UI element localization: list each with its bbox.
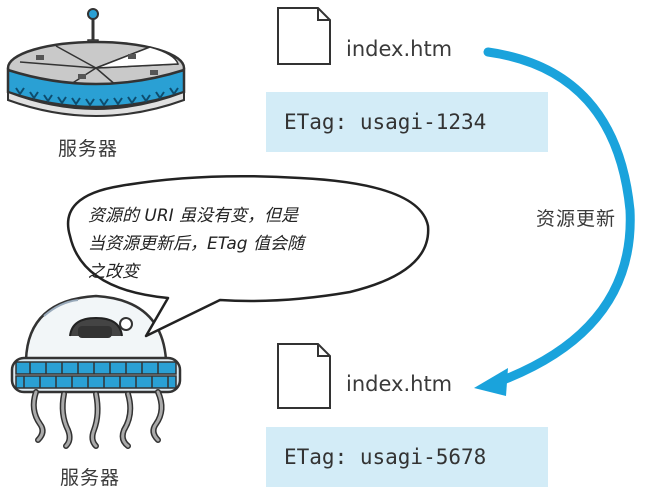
etag-bottom-text: ETag: usagi-5678	[284, 445, 487, 469]
server-top-icon	[6, 8, 186, 117]
speech-bubble-line: 资源的 URI 虽没有变，但是	[88, 206, 299, 226]
speech-bubble-text: 资源的 URI 虽没有变，但是 当资源更新后，ETag 值会随 之改变	[88, 202, 418, 286]
speech-bubble-line: 之改变	[88, 262, 139, 282]
document-bottom-icon	[277, 343, 331, 409]
file-bottom-name: index.htm	[346, 372, 453, 396]
server-bottom-icon	[10, 294, 182, 449]
update-arrow	[474, 47, 635, 396]
update-label: 资源更新	[536, 208, 617, 230]
server-bottom-label: 服务器	[60, 467, 121, 489]
speech-bubble-line: 当资源更新后，ETag 值会随	[88, 234, 304, 254]
server-top-label: 服务器	[58, 138, 119, 160]
file-top-name: index.htm	[346, 37, 453, 61]
etag-bottom-box: ETag: usagi-5678	[266, 427, 548, 487]
speech-bubble	[66, 174, 430, 338]
document-top-icon	[277, 7, 331, 65]
etag-top-text: ETag: usagi-1234	[284, 110, 487, 134]
etag-top-box: ETag: usagi-1234	[266, 92, 548, 152]
